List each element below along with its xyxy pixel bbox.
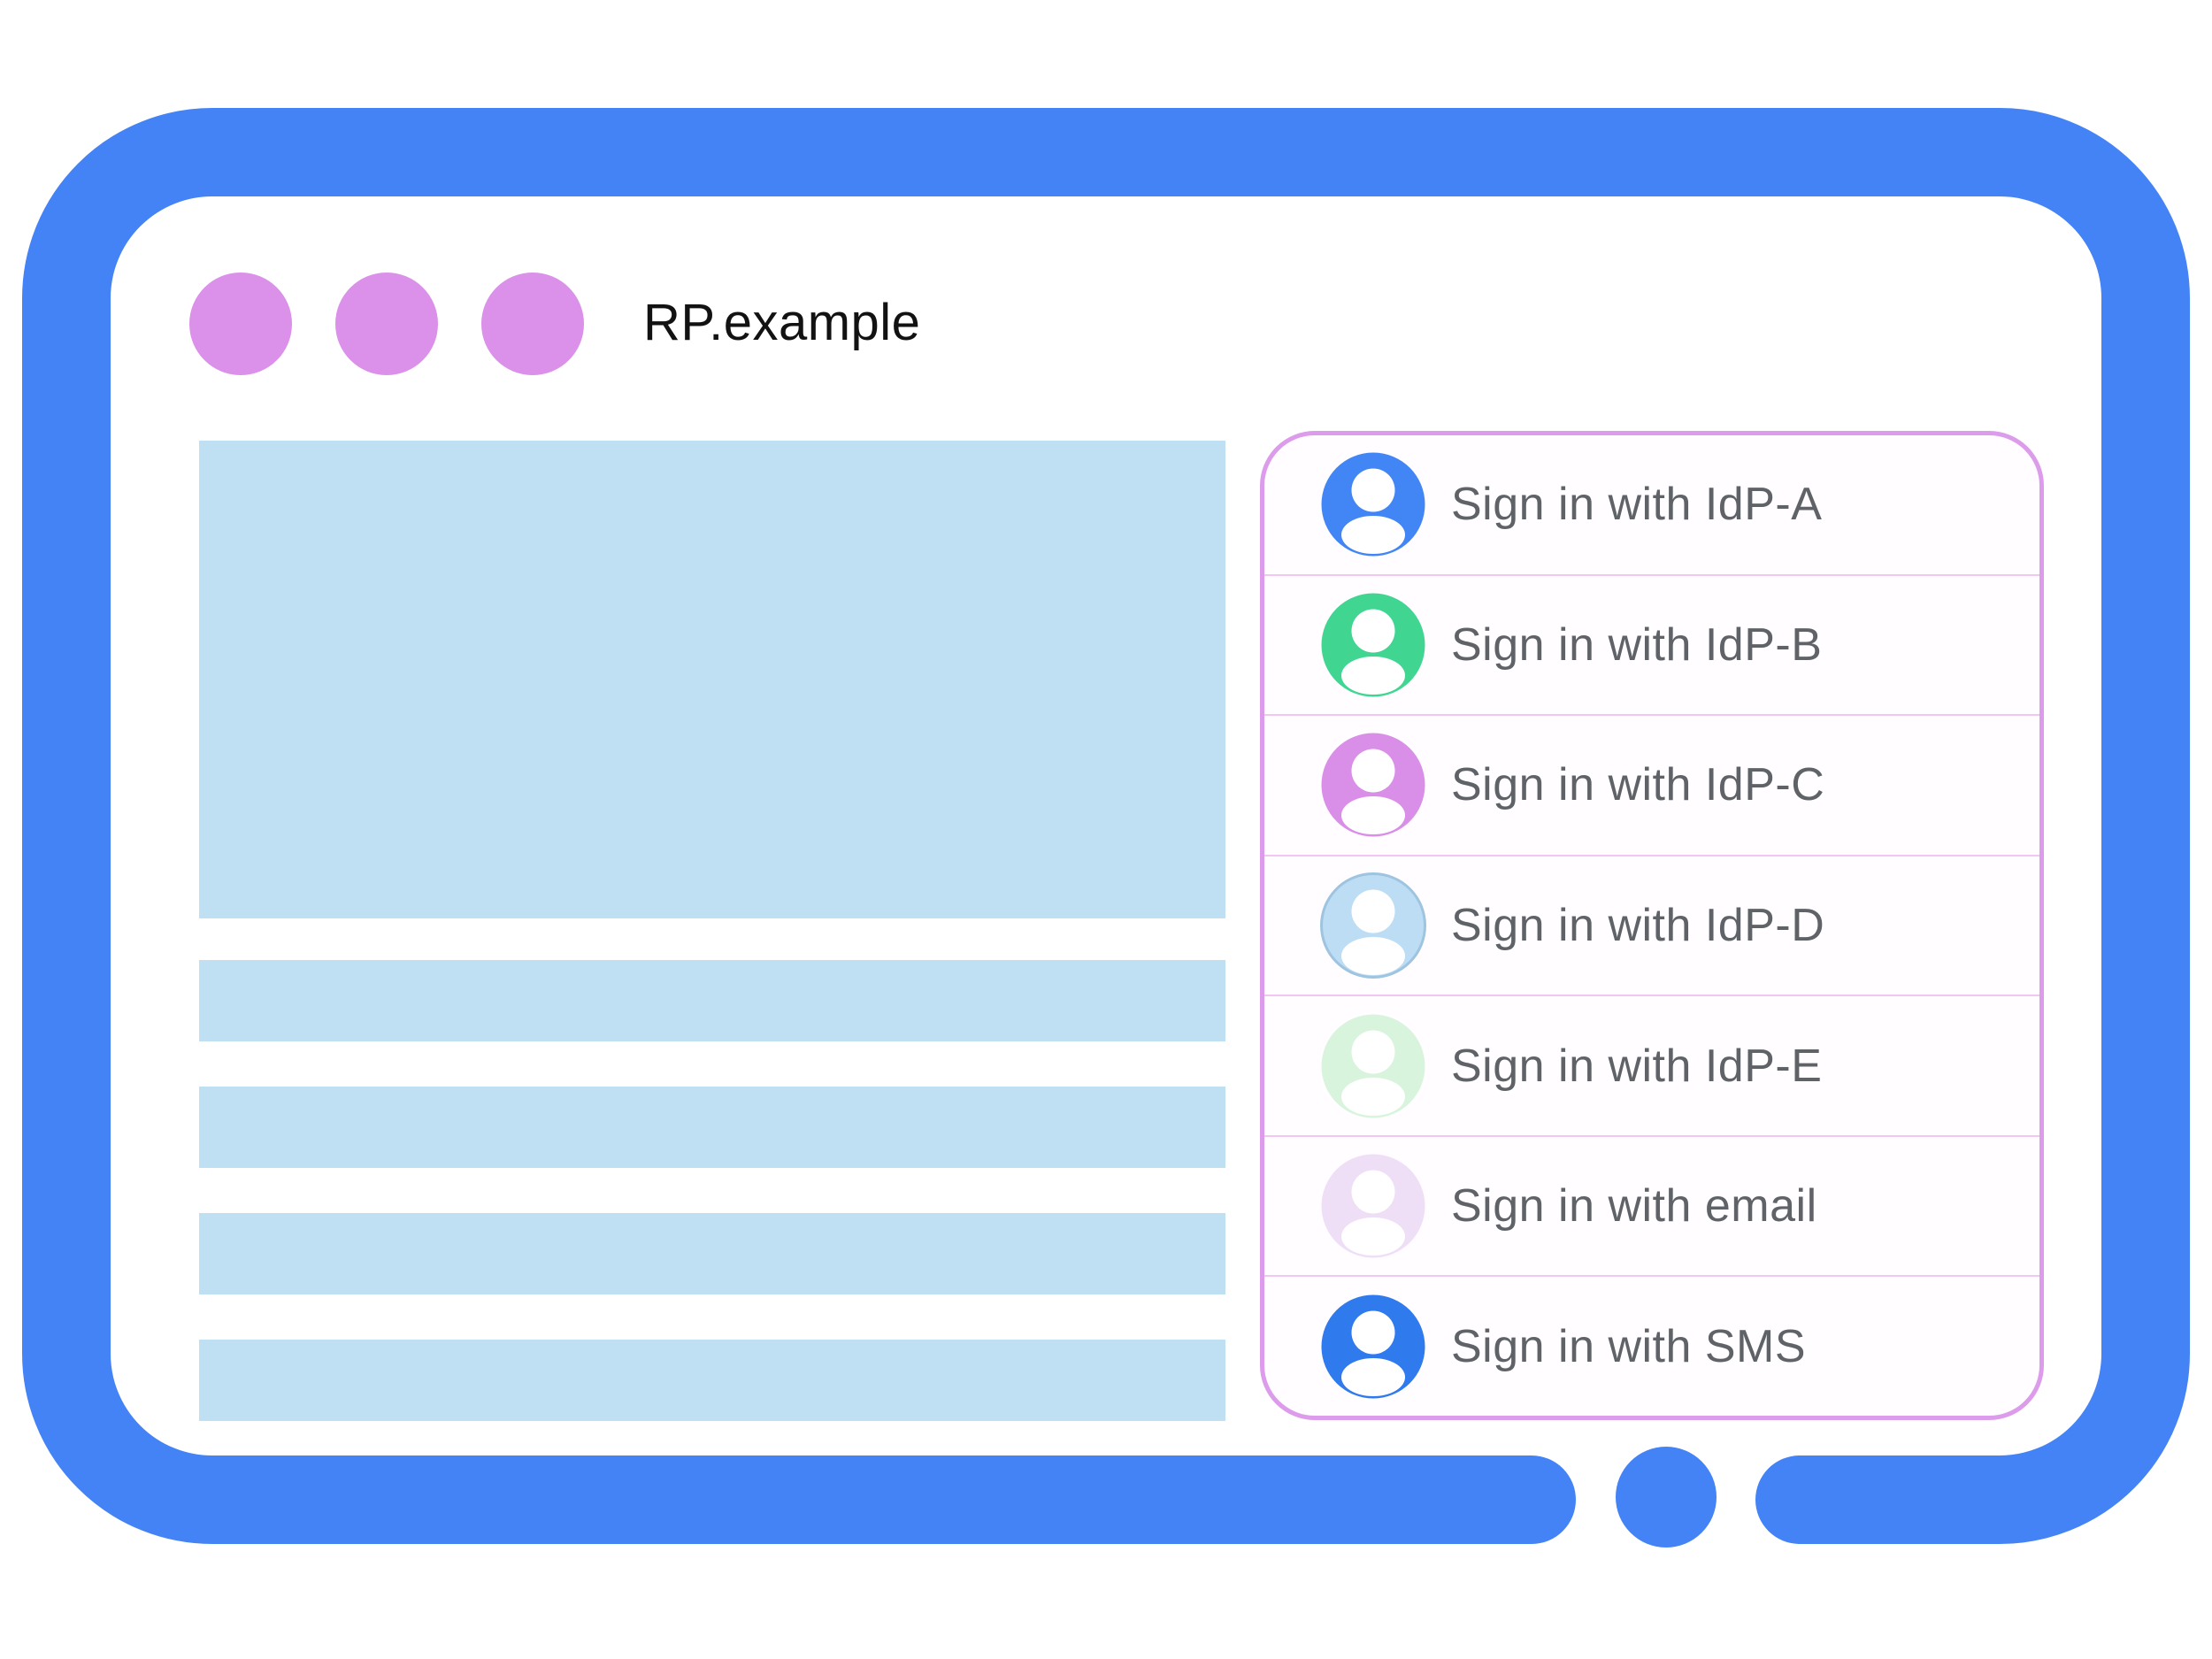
signin-option-label: Sign in with IdP-A	[1451, 479, 1823, 531]
person-icon	[1321, 1294, 1425, 1399]
signin-option-idp-e[interactable]: Sign in with IdP-E	[1264, 995, 2039, 1135]
signin-option-email[interactable]: Sign in with email	[1264, 1134, 2039, 1276]
window-dot-icon	[189, 273, 292, 375]
signin-option-label: Sign in with IdP-C	[1451, 759, 1825, 811]
signin-option-idp-d[interactable]: Sign in with IdP-D	[1264, 854, 2039, 995]
signin-option-idp-c[interactable]: Sign in with IdP-C	[1264, 714, 2039, 855]
site-title: RP.example	[643, 294, 921, 351]
content-text-bar	[199, 1087, 1225, 1168]
home-button-icon	[1616, 1447, 1717, 1548]
person-icon	[1321, 1154, 1425, 1258]
signin-panel-list: Sign in with IdP-A Sign in with IdP-B Si…	[1260, 431, 2044, 1420]
window-dot-icon	[481, 273, 584, 375]
content-hero-placeholder	[199, 441, 1225, 918]
person-icon	[1321, 1014, 1425, 1118]
signin-option-idp-b[interactable]: Sign in with IdP-B	[1264, 573, 2039, 715]
signin-option-label: Sign in with IdP-B	[1451, 618, 1823, 671]
content-text-bar	[199, 1340, 1225, 1421]
signin-option-idp-a[interactable]: Sign in with IdP-A	[1264, 435, 2039, 574]
person-icon	[1320, 872, 1426, 979]
content-text-bar	[199, 960, 1225, 1041]
signin-option-label: Sign in with SMS	[1451, 1320, 1807, 1372]
signin-option-sms[interactable]: Sign in with SMS	[1264, 1275, 2039, 1416]
content-text-bar	[199, 1213, 1225, 1294]
person-icon	[1321, 593, 1425, 697]
signin-option-label: Sign in with IdP-E	[1451, 1040, 1823, 1092]
signin-option-label: Sign in with IdP-D	[1451, 900, 1825, 952]
signin-option-label: Sign in with email	[1451, 1180, 1817, 1233]
person-icon	[1321, 733, 1425, 837]
window-dot-icon	[335, 273, 438, 375]
device-frame-border	[22, 108, 2190, 1544]
person-icon	[1321, 452, 1425, 557]
